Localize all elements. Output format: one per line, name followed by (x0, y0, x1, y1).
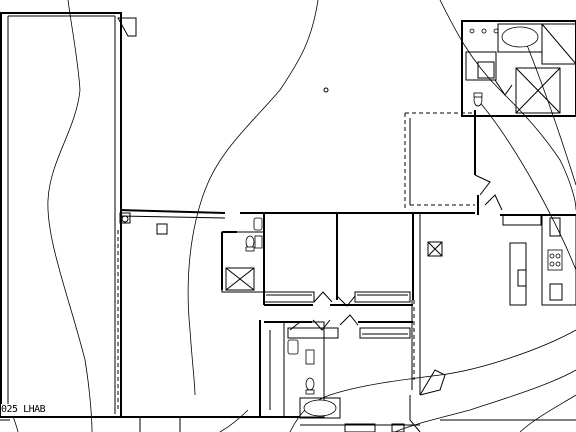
skylight-icon (119, 212, 131, 224)
bathroom-lower (269, 321, 341, 419)
toilet-icon (305, 377, 315, 391)
bathroom-upper (221, 217, 265, 293)
terrain-contours (9, 0, 576, 432)
skylights (119, 87, 443, 257)
range-icon (547, 249, 563, 271)
corner-label: 025 LHAB (1, 404, 46, 416)
bathtub-icon (303, 399, 337, 417)
master-bath (461, 20, 576, 117)
bottom-details (0, 419, 576, 432)
survey-point-icon (323, 87, 329, 93)
left-wing (0, 12, 137, 418)
right-wing (260, 110, 576, 432)
toilet-icon (245, 235, 255, 249)
sink-icon (253, 217, 263, 231)
skylight-icon (156, 223, 168, 235)
bedroom-closets (263, 291, 413, 339)
bathtub-icon (501, 26, 539, 48)
sink-icon (287, 339, 299, 355)
skylight-icon (427, 241, 443, 257)
